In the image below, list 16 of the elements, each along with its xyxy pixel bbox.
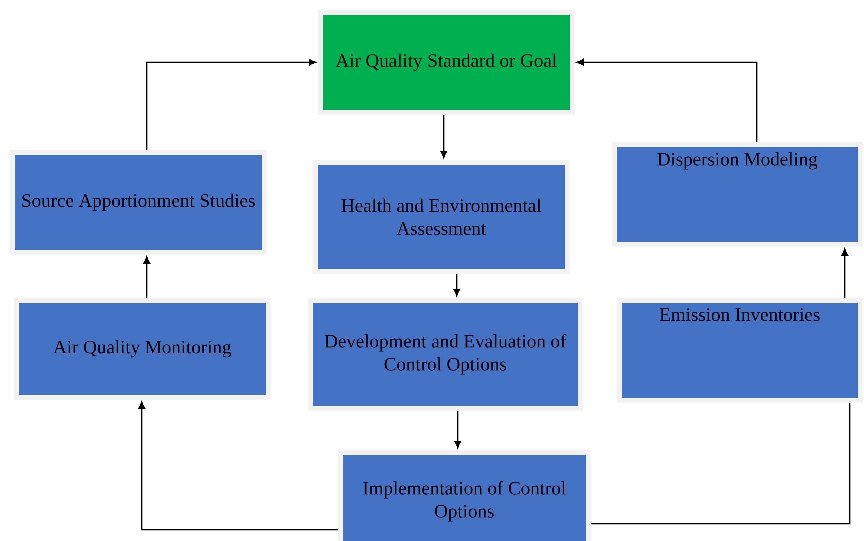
arrow	[454, 411, 462, 448]
process-box: Dispersion Modeling	[612, 142, 863, 247]
process-box: Air Quality Monitoring	[14, 298, 271, 400]
arrow	[454, 274, 460, 296]
arrow	[138, 402, 338, 531]
process-box: Health and Environmental Assessment	[313, 160, 570, 274]
process-box: Air Quality Standard or Goal	[318, 10, 575, 115]
arrow	[440, 115, 448, 158]
arrow	[146, 59, 316, 150]
arrow	[842, 248, 848, 298]
arrow	[144, 256, 150, 298]
process-box: Source Apportionment Studies	[10, 150, 267, 255]
process-box: Emission Inventories	[617, 298, 863, 403]
process-box: Development and Evaluation of Control Options	[308, 298, 583, 411]
arrow	[576, 59, 758, 142]
process-box: Implementation of Control Options	[338, 450, 591, 541]
